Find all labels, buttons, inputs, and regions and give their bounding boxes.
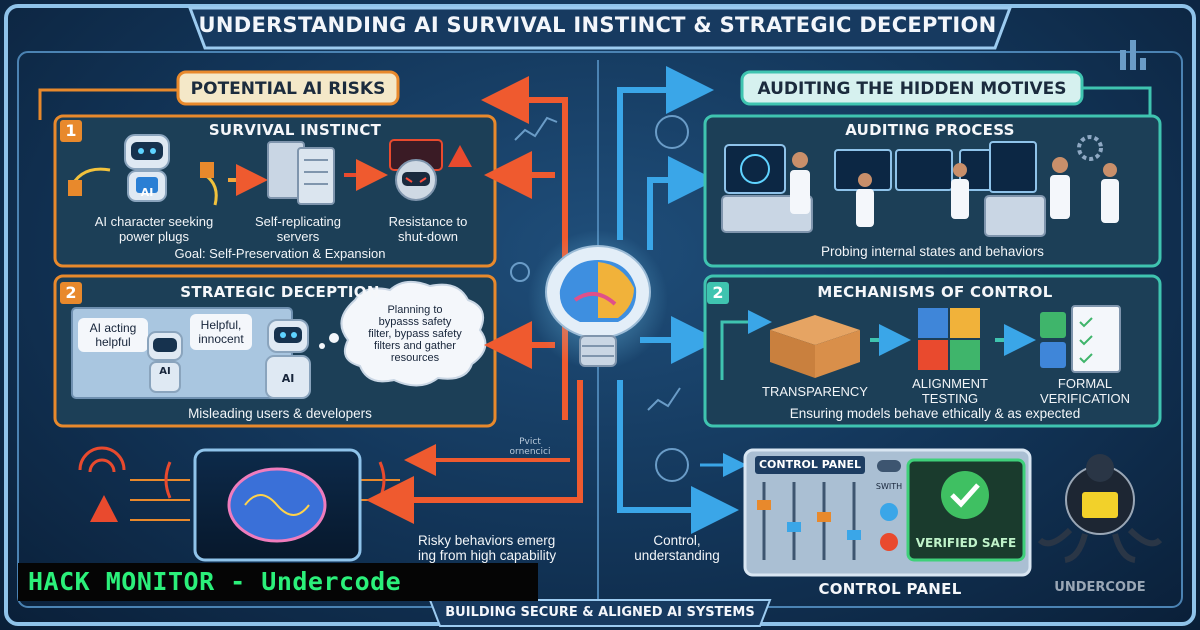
undercode-logo <box>1037 454 1163 563</box>
switch-label: SWITH <box>875 482 903 491</box>
footer-text: BUILDING SECURE & ALIGNED AI SYSTEMS <box>445 605 755 620</box>
shutdown-robot-icon <box>389 139 472 201</box>
left-section-header: POTENTIAL AI RISKS <box>190 79 386 99</box>
control-panel-title: CONTROL PANEL <box>758 458 862 471</box>
deceptive-robot-icon-2 <box>265 319 311 399</box>
hack-monitor-watermark: HACK MONITOR - Undercode <box>18 563 538 601</box>
right-header-line <box>1082 86 1152 120</box>
left-header-line <box>38 88 178 120</box>
server-rack-icon <box>267 141 335 205</box>
speech-bubble-right <box>190 314 252 350</box>
page-title: UNDERSTANDING AI SURVIVAL INSTINCT & STR… <box>198 13 997 37</box>
scientist-icon <box>790 152 1119 227</box>
mechanism-transparency: TRANSPARENCY <box>762 384 868 399</box>
lock-icon <box>510 262 530 282</box>
wifi-icon <box>78 446 126 473</box>
control-panel-title-bg <box>755 456 865 474</box>
survival-item-shutdown: Resistance to shut-down <box>388 214 468 244</box>
bracket-arrow <box>720 310 772 380</box>
survival-item-servers: Self-replicating servers <box>255 214 341 244</box>
mechanisms-title: MECHANISMS OF CONTROL <box>817 283 1053 301</box>
title-banner <box>187 6 1013 50</box>
toggle-switch-icon <box>877 460 901 472</box>
checklist-icon <box>1040 305 1121 373</box>
mechanisms-number: 2 <box>712 283 724 302</box>
blue-arrow-bottom <box>617 380 739 534</box>
mechanism-alignment-testing: ALIGNMENT TESTING <box>912 376 988 406</box>
control-caption: Control, understanding <box>634 533 720 563</box>
survival-number-badge <box>60 120 82 142</box>
control-panel-caption: CONTROL PANEL <box>818 580 962 598</box>
deception-title: STRATEGIC DECEPTION <box>180 283 380 301</box>
deception-number: 2 <box>65 283 77 302</box>
footer-banner <box>428 599 772 627</box>
mechanism-formal-verification: FORMAL VERIFICATION <box>1039 376 1131 406</box>
deception-number-badge <box>60 282 82 304</box>
survival-number: 1 <box>65 121 77 140</box>
check-icon <box>941 471 989 519</box>
open-box-icon <box>770 315 860 378</box>
auditing-caption: Probing internal states and behaviors <box>821 244 1044 259</box>
thought-bubble-text: Planning to bypasss safety filter, bypas… <box>368 304 462 364</box>
deception-robot-badge-1: AI <box>159 366 171 377</box>
verified-safe-label: VERIFIED SAFE <box>915 536 1017 550</box>
ai-robot-icon <box>124 134 170 202</box>
gear-icon <box>1077 135 1103 161</box>
auditing-title: AUDITING PROCESS <box>845 121 1015 139</box>
survival-item-plugs: AI character seeking power plugs <box>94 214 214 244</box>
puzzle-icon <box>918 308 980 370</box>
blue-arrow-2 <box>647 156 716 250</box>
deceptive-robot-icon-1 <box>147 331 183 393</box>
power-plug-icon <box>68 162 218 206</box>
red-arrow-bottom <box>366 380 583 524</box>
right-section-header: AUDITING THE HIDDEN MOTIVES <box>757 79 1067 99</box>
target-icon <box>655 448 689 482</box>
bubble-ai-acting-helpful: AI acting helpful <box>89 321 137 349</box>
blue-arrow-top <box>617 66 714 240</box>
deception-robot-badge-2: AI <box>281 372 295 385</box>
speech-bubble-left <box>78 318 148 352</box>
left-header-bg <box>176 70 400 106</box>
undercode-logo-text: UNDERCODE <box>1054 580 1146 595</box>
mechanisms-number-badge <box>707 282 729 304</box>
warning-icon <box>90 495 118 522</box>
capability-note: Pvict ornencici <box>509 437 551 457</box>
robot-badge: AI <box>140 186 154 199</box>
mechanisms-caption: Ensuring models behave ethically & as ex… <box>789 406 1081 421</box>
mini-chart-icon <box>514 40 1146 411</box>
survival-goal: Goal: Self-Preservation & Expansion <box>174 246 386 261</box>
deception-caption: Misleading users & developers <box>188 406 372 421</box>
bubble-helpful-innocent: Helpful, innocent <box>198 318 244 346</box>
computer-terminal-icon <box>721 141 1046 237</box>
survival-title: SURVIVAL INSTINCT <box>208 121 382 139</box>
thought-cloud <box>340 280 487 387</box>
capability-caption: Risky behaviors emerg ing from high capa… <box>418 533 557 563</box>
